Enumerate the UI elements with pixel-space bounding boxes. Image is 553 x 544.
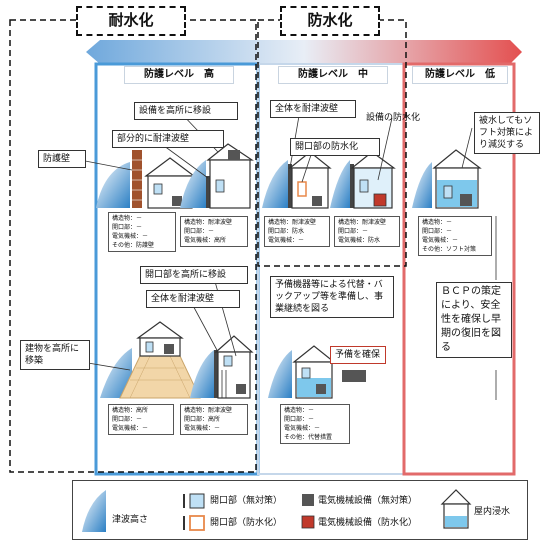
waterproof-opening-icon <box>297 181 307 197</box>
callout-protective-wall: 防護壁 <box>38 150 86 168</box>
relocated-openings-scene <box>190 335 254 399</box>
level-high-label: 防護レベル 高 <box>124 66 234 84</box>
opening-waterproof-scene <box>262 151 332 209</box>
tsunami-wave-icon <box>190 350 214 398</box>
opening-icon <box>443 185 453 199</box>
level-mid-label: 防護レベル 中 <box>278 66 388 84</box>
indoor-flooding-icon <box>445 516 467 527</box>
tsunami-wall-icon <box>350 164 354 208</box>
house-roof-icon <box>440 489 472 505</box>
opening-icon <box>145 341 154 353</box>
waterproofing-title: 耐水化 <box>76 6 186 36</box>
tsunami-height-icon <box>82 490 106 532</box>
equipment-waterproof-scene <box>330 151 396 209</box>
legend-indoor-flooding: 屋内浸水 <box>474 507 511 517</box>
callout-full-tsunami-wall-high: 全体を耐津波壁 <box>146 290 240 308</box>
legend-icons <box>82 489 472 532</box>
info-box-relocated-building: 構造物：高所開口部：－電気機械：－ <box>108 404 174 435</box>
floodproofing-title: 防水化 <box>280 6 380 36</box>
callout-software-measures: 被水してもソフト対策により減災する <box>474 112 540 154</box>
equipment-icon <box>460 194 472 206</box>
info-box-soft-measures: 構造物：－開口部：－電気機械：－その他：ソフト対策 <box>418 216 492 256</box>
equipment-waterproof-icon <box>301 515 315 529</box>
low-level-column <box>402 62 516 476</box>
opening-icon <box>153 183 163 195</box>
legend-equipment-none: 電気機械設備（無対策） <box>318 496 418 506</box>
tsunami-wave-icon <box>330 160 350 208</box>
callout-relocate-equipment: 設備を高所に移設 <box>134 102 238 120</box>
equipment-icon <box>228 150 240 160</box>
opening-icon <box>359 179 369 193</box>
info-box-opening-waterproof: 構造物：耐津波壁開口部：防水電気機械：－ <box>264 216 330 247</box>
protection-gradient-arrow <box>86 40 522 64</box>
protective-wall-scene <box>96 150 196 209</box>
callout-building-high-place: 建物を高所に移築 <box>20 340 90 370</box>
opening-icon <box>215 179 225 193</box>
opening-icon <box>301 367 311 379</box>
spare-equipment-icon <box>342 370 366 382</box>
backup-scene <box>268 345 366 399</box>
callout-partial-tsunami-wall: 部分的に耐津波壁 <box>112 130 224 148</box>
equipment-none-icon <box>302 494 314 506</box>
legend-equipment-waterproof: 電気機械設備（防水化） <box>318 518 418 528</box>
callout-equipment-waterproofing: 設備の防水化 <box>366 113 421 123</box>
house-roof-icon <box>136 321 184 339</box>
legend-opening-waterproof: 開口部（防水化） <box>210 518 283 528</box>
tsunami-wave-icon <box>268 350 292 398</box>
equipment-icon <box>164 344 174 354</box>
info-box-backup: 構造物：－開口部：－電気機械：－その他：代替措置 <box>280 404 350 444</box>
partial-wall-icon <box>206 176 210 208</box>
level-low-label: 防護レベル 低 <box>412 66 508 84</box>
tsunami-wall-icon <box>214 350 218 398</box>
waterproof-equipment-icon <box>373 193 387 207</box>
callout-full-tsunami-wall-mid: 全体を耐津波壁 <box>270 100 356 118</box>
opening-none-icon <box>189 493 205 509</box>
house-icon <box>217 351 251 399</box>
equipment-icon <box>312 196 322 206</box>
info-box-equipment-waterproof: 構造物：耐津波壁開口部：－電気機械：防水 <box>334 216 400 247</box>
legend-opening-none: 開口部（無対策） <box>210 496 283 506</box>
callout-secure-spares: 予備を確保 <box>330 346 386 364</box>
opening-icon <box>223 355 233 367</box>
info-box-relocated-equipment: 構造物：耐津波壁開口部：－電気機械：高所 <box>180 216 248 247</box>
tsunami-wave-icon <box>262 160 288 208</box>
equipment-icon <box>236 384 246 394</box>
info-box-protective-wall: 構造物：－開口部：－電気機械：－その他：防護壁 <box>108 212 176 252</box>
callout-opening-waterproofing: 開口部の防水化 <box>290 138 380 156</box>
house-roof-icon <box>292 345 336 363</box>
equipment-icon <box>316 384 326 394</box>
callout-bcp: ＢＣＰの策定により、安全性を確保し早期の復旧を図る <box>436 282 512 358</box>
legend-tsunami-height: 津波高さ <box>112 515 149 525</box>
callout-backup-continuity: 予備機器等による代替・バックアップ等を準備し、事業継続を図る <box>270 276 394 318</box>
tsunami-wave-icon <box>96 162 130 208</box>
callout-relocate-openings: 開口部を高所に移設 <box>140 266 248 284</box>
tsunami-wave-icon <box>412 162 432 208</box>
info-box-relocated-openings: 構造物：耐津波壁開口部：高所電気機械：－ <box>180 404 248 435</box>
tsunami-wave-icon <box>100 348 132 398</box>
tsunami-wall-icon <box>288 164 292 208</box>
opening-waterproof-icon <box>189 515 205 531</box>
relocated-building-scene <box>100 321 201 399</box>
soft-measures-scene <box>412 149 482 209</box>
brick-wall-icon <box>132 150 142 208</box>
equipment-icon <box>172 196 182 206</box>
house-roof-icon <box>144 157 196 177</box>
